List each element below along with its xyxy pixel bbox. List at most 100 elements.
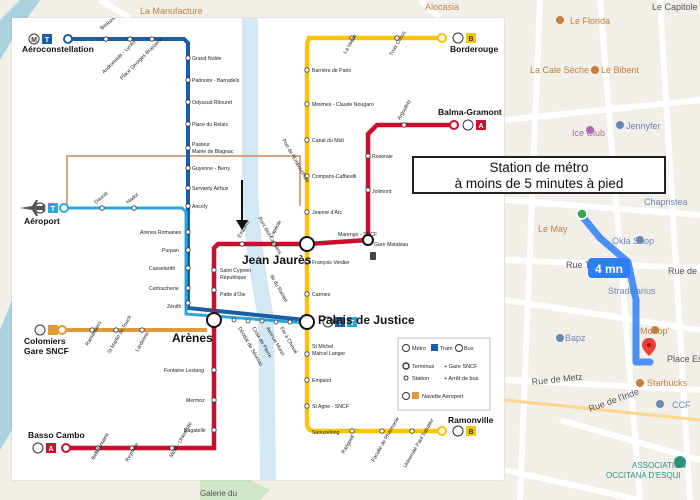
callout-line-1: Station de métro [489, 160, 589, 175]
tram-t1-line [68, 37, 307, 322]
station-label: Marcel Langer [312, 351, 345, 357]
station-label: Argoulets [397, 99, 413, 121]
terminal-label: Borderouge [450, 44, 498, 54]
station-label: Mairie de Blagnac [192, 149, 234, 155]
station-label: St Agne - SNCF [312, 404, 349, 410]
legend-metro: Métro [412, 346, 426, 352]
place-label: Alocasia [425, 2, 459, 12]
station-label: St Michel [312, 344, 333, 350]
station-label: Trois Cocus [389, 30, 408, 57]
station-label: Saint Cyprien [220, 268, 251, 274]
station-markers [89, 35, 415, 451]
station-label: Compans-Caffarelli [312, 174, 356, 180]
station-label: Lardenne [135, 331, 151, 353]
train-icon [370, 252, 376, 260]
station-label: Mirail - Université [169, 421, 194, 459]
place-label: Ice Club [572, 128, 605, 138]
station-label: St Martin du Touch [107, 315, 134, 355]
legend-terminus: Terminus [412, 364, 435, 370]
station-label: Jolimont [372, 189, 392, 195]
station-label: Nadot [125, 192, 140, 206]
svg-text:T: T [51, 206, 56, 213]
svg-text:T: T [338, 320, 343, 327]
callout-line-2: à moins de 5 minutes à pied [454, 176, 624, 191]
station-label: Grand Noble [192, 56, 222, 62]
station-label: Empalot [312, 378, 332, 384]
station-label: Daurat [93, 191, 109, 206]
station-label: Ancely [192, 204, 208, 210]
station-label: Cartoucherie [149, 286, 179, 292]
hub-label: Palais de Justice [318, 313, 415, 327]
svg-text:B: B [468, 429, 473, 436]
terminal-label: Colomiers [24, 336, 66, 346]
station-label: Roseraie [372, 154, 393, 160]
walking-distance-callout: Station de métro à moins de 5 minutes à … [412, 156, 666, 194]
legend: Métro Tram Bus Terminus + Gare SNCF Stat… [397, 337, 491, 411]
start-marker[interactable] [576, 208, 588, 220]
place-label: Le May [538, 224, 568, 234]
airport-link-line [66, 155, 301, 208]
station-label: Mermoz [186, 398, 205, 404]
station-label: Ramassiers [85, 320, 104, 347]
place-label: Bapz [565, 333, 586, 343]
route-duration-label: 4 mn [595, 262, 623, 276]
station-label: Minimes - Claude Nougaro [312, 102, 374, 108]
station-label: Faculté de Pharmacie [371, 416, 401, 463]
airplane-icon [20, 200, 45, 216]
station-label: Odyssud Ritouret [192, 100, 233, 106]
svg-text:T: T [350, 320, 355, 327]
station-label: Arènes Romaines [140, 230, 182, 236]
station-label: Gare Matabiau [374, 242, 408, 248]
place-labels: La Manufacture Alocasia Le Capitole Le F… [140, 2, 700, 498]
svg-text:M: M [31, 37, 37, 44]
station-label: Patte d'Oie [220, 292, 246, 298]
terminal-label: Basso Cambo [28, 430, 85, 440]
route-duration-badge: 4 mn [588, 258, 630, 278]
place-label: CCF [672, 400, 691, 410]
station-label: Place du Relais [192, 122, 228, 128]
station-label: Guyenne - Berry [192, 166, 230, 172]
destination-pin[interactable] [642, 338, 656, 356]
station-label: Jeanne d'Arc [312, 210, 343, 216]
legend-gare: + Gare SNCF [444, 364, 478, 370]
station-label: Rangueil [341, 434, 356, 455]
metro-map-panel: M T T A B A B T T [12, 12, 504, 480]
station-label: Fontaine Lestang [164, 368, 204, 374]
river [0, 0, 40, 60]
svg-text:A: A [48, 446, 53, 453]
terminal-label: Gare SNCF [24, 346, 69, 356]
place-label: Jennyfer [626, 121, 661, 131]
station-label: Casselardit [149, 266, 176, 272]
hub-labels: Jean Jaurès Palais de Justice Arènes [172, 253, 415, 345]
place-label: Monop' [640, 326, 670, 336]
place-label: Le Capitole [652, 2, 698, 12]
svg-text:A: A [478, 123, 483, 130]
river [242, 18, 276, 480]
place-label: Le Bibent [601, 65, 640, 75]
station-label: Place Georges Brassens [119, 36, 164, 81]
station-label: Barrière de Paris [312, 68, 351, 74]
station-label: République [220, 275, 246, 281]
station-label: Ile du Ramier [268, 274, 289, 304]
station-label: Purpan [162, 248, 179, 254]
line-badges: M T T A B A B T T [28, 32, 486, 454]
station-label: Reynerie [125, 442, 141, 463]
terminus-markers [57, 33, 459, 453]
station-label: Marengo - SNCF [338, 232, 377, 238]
station-label: Pasteur [192, 142, 210, 148]
terminal-label: Aéroport [24, 216, 60, 226]
terminal-label: Balma-Gramont [438, 107, 502, 117]
svg-text:B: B [468, 36, 473, 43]
station-label: Zénith [167, 304, 182, 310]
legend-bus: Bus [464, 346, 474, 352]
station-label: Saouzelong [312, 430, 340, 436]
place-label: ASSOCIATION [632, 461, 686, 470]
place-label: La Cale Sèche [530, 65, 589, 75]
metro-map: M T T A B A B T T [20, 12, 502, 480]
terminal-label: Ramonville [448, 415, 494, 425]
place-label: Starbucks [647, 378, 688, 388]
legend-tram: Tram [440, 346, 453, 352]
place-label: Chapristea [644, 197, 688, 207]
station-label: Patinoire - Barradels [192, 78, 240, 84]
